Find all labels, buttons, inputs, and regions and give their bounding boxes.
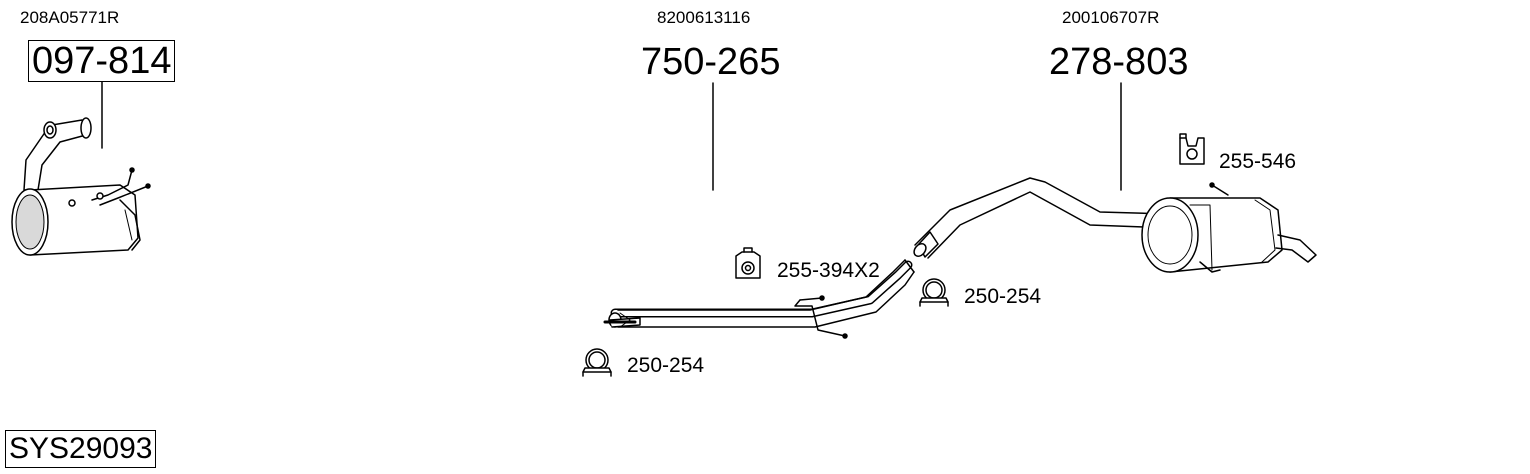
accessory-label-1: 255-546 [1219,150,1297,173]
part-number-2: 750-265 [641,41,781,83]
intermediate-pipe-icon [603,260,913,339]
accessory-label-2: 255-394X2 [777,259,880,282]
rubber-hanger-icon-1 [1179,133,1205,165]
part-number-1: 097-814 [28,40,176,82]
oem-number-3: 200106707R [1062,8,1160,27]
system-code: SYS29093 [5,430,157,468]
catalytic-converter-icon [11,117,151,256]
rubber-hanger-icon-2 [735,247,761,279]
rear-silencer-icon [913,177,1317,273]
pipe-clamp-icon-1 [919,278,949,307]
oem-number-1: 208A05771R [20,8,120,27]
accessory-label-4: 250-254 [627,354,705,377]
part-number-3: 278-803 [1049,41,1189,83]
intermediate-pipe-outline [617,259,915,328]
pipe-clamp-icon-2 [582,348,612,377]
oem-number-2: 8200613116 [657,8,751,27]
accessory-label-3: 250-254 [964,285,1042,308]
